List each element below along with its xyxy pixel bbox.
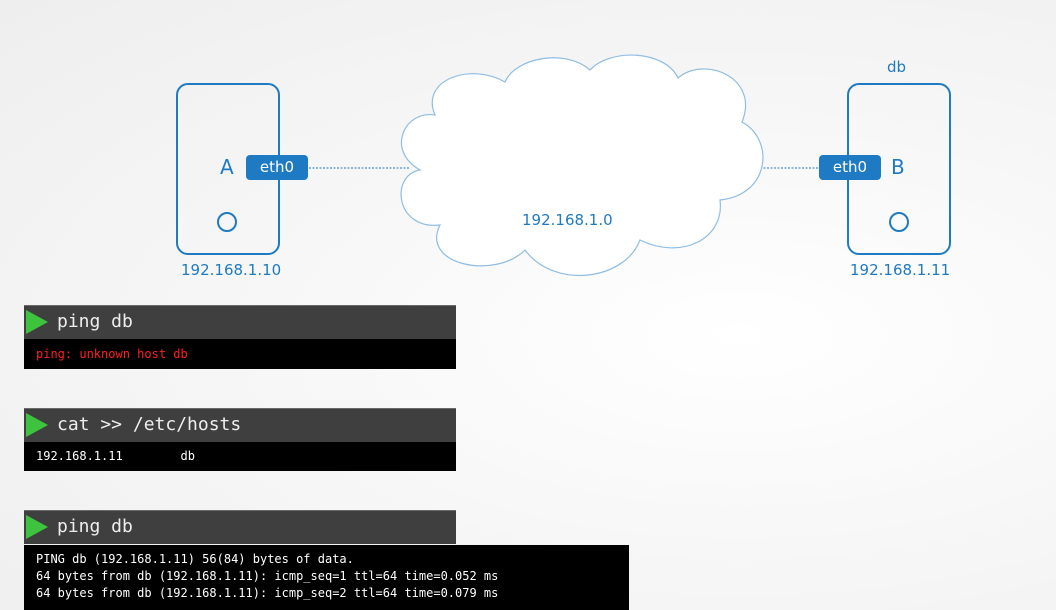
terminal-3-output-line: PING db (192.168.1.11) 56(84) bytes of d… bbox=[36, 552, 354, 566]
terminal-3-output-line: 64 bytes from db (192.168.1.11): icmp_se… bbox=[36, 569, 499, 583]
host-a-ip-label: 192.168.1.10 bbox=[181, 261, 282, 279]
terminal-1-output: ping: unknown host db bbox=[24, 339, 456, 369]
host-b-ip-label: 192.168.1.11 bbox=[850, 261, 951, 279]
network-cloud bbox=[400, 54, 764, 276]
prompt-play-icon bbox=[26, 413, 48, 437]
prompt-play-icon bbox=[26, 310, 48, 334]
terminal-1-header: ping db bbox=[24, 305, 456, 339]
terminal-3-command: ping db bbox=[57, 516, 133, 537]
host-a-eth0-interface: eth0 bbox=[246, 155, 308, 180]
terminal-1-output-line: ping: unknown host db bbox=[36, 347, 188, 361]
terminal-1-command: ping db bbox=[57, 311, 133, 332]
host-b-eth0-interface: eth0 bbox=[819, 155, 881, 180]
terminal-2-output: 192.168.1.11 db bbox=[24, 442, 456, 471]
terminal-2-output-line: 192.168.1.11 db bbox=[36, 449, 195, 463]
terminal-3-header: ping db bbox=[24, 510, 456, 544]
network-ip-label: 192.168.1.0 bbox=[522, 211, 613, 229]
host-a-letter: A bbox=[220, 155, 234, 179]
terminal-3-output: PING db (192.168.1.11) 56(84) bytes of d… bbox=[24, 545, 629, 610]
host-a-indicator-icon bbox=[217, 212, 237, 232]
host-b-indicator-icon bbox=[889, 212, 909, 232]
network-diagram bbox=[309, 54, 820, 276]
host-b-name-label: db bbox=[887, 58, 907, 76]
terminal-2-header: cat >> /etc/hosts bbox=[24, 408, 456, 442]
prompt-play-icon bbox=[26, 515, 48, 539]
terminal-2-command: cat >> /etc/hosts bbox=[57, 414, 242, 435]
terminal-3-output-line: 64 bytes from db (192.168.1.11): icmp_se… bbox=[36, 586, 499, 600]
host-b-letter: B bbox=[891, 155, 905, 179]
